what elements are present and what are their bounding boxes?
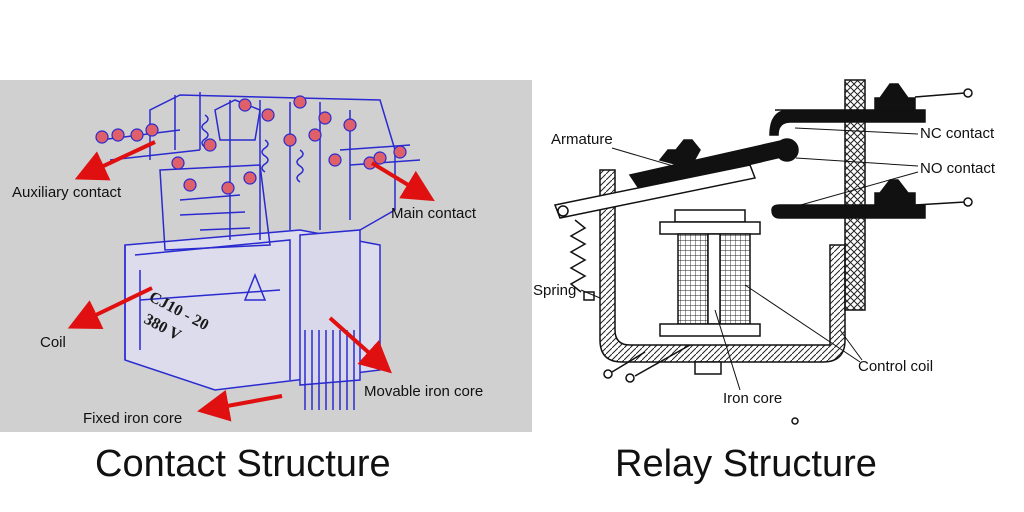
relay-drawing — [553, 79, 973, 425]
arrow-fixed-iron-core — [197, 389, 283, 422]
coil-winding-right — [719, 233, 751, 325]
label-no-contact: NO contact — [920, 160, 996, 177]
label-iron-core: Iron core — [723, 390, 783, 407]
arrow-coil — [67, 286, 153, 330]
nc-fixed-contact — [769, 109, 926, 136]
coil-winding-left — [677, 233, 709, 325]
label-spring: Spring — [533, 282, 577, 299]
label-nc-contact: NC contact — [920, 125, 995, 142]
contactor-arrows — [67, 140, 435, 422]
label-main-contact: Main contact — [391, 205, 477, 222]
fixed-core-lamination — [304, 330, 355, 410]
label-auxiliary-contact: Auxiliary contact — [12, 184, 122, 201]
relay-frame — [599, 169, 846, 363]
caption-relay-structure: Relay Structure — [615, 443, 877, 485]
label-control-coil: Control coil — [858, 358, 934, 375]
contactor-drawing — [99, 92, 421, 410]
arrow-auxiliary-contact — [74, 140, 156, 181]
label-movable-iron-core: Movable iron core — [364, 383, 484, 400]
contact-screws — [95, 95, 407, 195]
insulating-bar — [844, 79, 866, 311]
arrow-main-contact — [370, 161, 435, 202]
relay-spring — [569, 219, 587, 293]
label-coil: Coil — [40, 334, 66, 351]
no-fixed-contact — [771, 204, 926, 219]
iron-core — [707, 233, 721, 325]
label-fixed-iron-core: Fixed iron core — [83, 410, 183, 427]
relay-leader-lines — [580, 127, 919, 391]
label-armature: Armature — [551, 131, 613, 148]
caption-contact-structure: Contact Structure — [95, 443, 391, 485]
arrow-movable-iron-core — [328, 316, 392, 374]
